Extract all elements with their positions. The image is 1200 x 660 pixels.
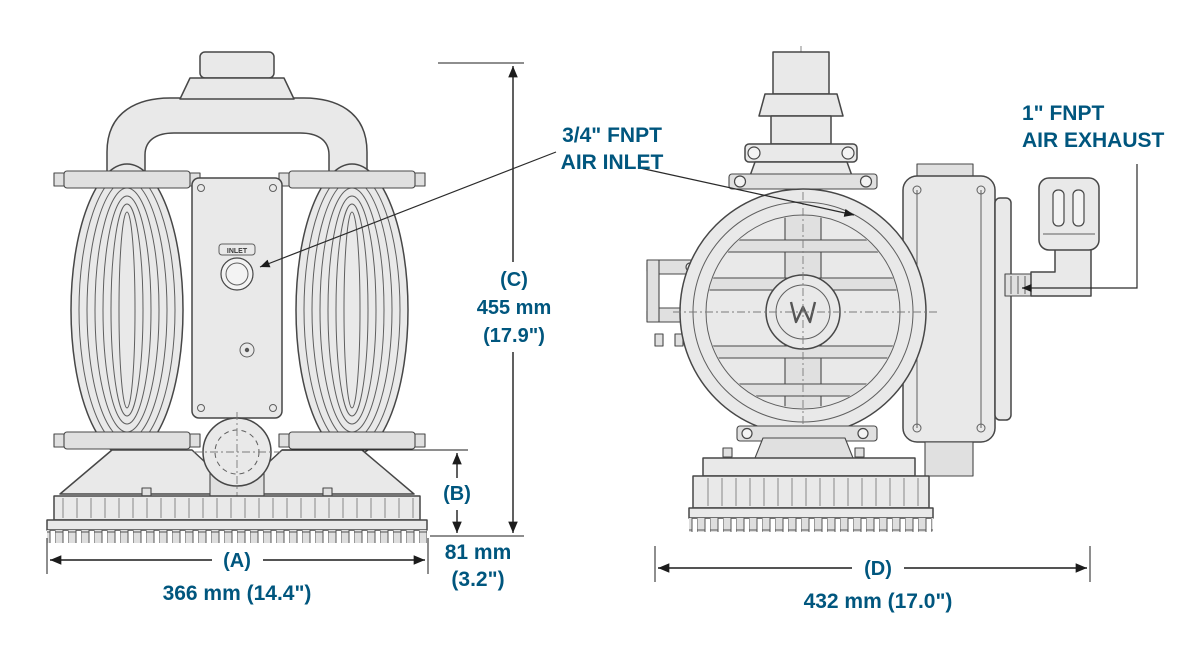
dim-b-value-block: 81 mm (3.2") [428,539,528,593]
air-inlet-callout-line2: AIR INLET [560,151,664,174]
center-air-valve-body: INLET [191,177,283,419]
discharge-port [199,51,275,79]
right-liquid-chamber [295,163,409,457]
left-liquid-chamber [70,163,184,457]
air-exhaust-leader [1022,164,1138,293]
side-chamber-circle [673,188,937,438]
inlet-marking: INLET [227,248,248,255]
base-front [46,487,428,543]
exhaust-muffler [1038,177,1100,251]
base-side [688,437,974,532]
dim-a-letter: (A) [223,550,251,572]
dim-c-value-in: (17.9") [483,325,545,347]
callout-leaders [259,151,1138,293]
air-exhaust-assembly [1004,177,1100,297]
air-exhaust-callout-line1: 1" FNPT [1022,102,1105,125]
dim-c-value-mm: 455 mm [476,297,552,319]
dim-b-value-mm: 81 mm [444,541,512,564]
dim-b-letter: (B) [443,483,471,505]
dim-d-value: 432 mm (17.0") [803,590,953,613]
air-motor-housing [902,163,1012,443]
side-view-drawing [646,46,1100,532]
air-inlet-leader-front [259,151,557,268]
dim-a-value: 366 mm (14.4") [162,582,312,605]
exhaust-elbow [1030,247,1092,297]
air-inlet-callout: 3/4" FNPT AIR INLET [552,122,672,176]
air-exhaust-callout-line2: AIR EXHAUST [1022,129,1165,152]
air-exhaust-callout: 1" FNPT AIR EXHAUST [1022,100,1192,154]
discharge-manifold [106,97,368,203]
dimension-lines [46,62,1091,582]
side-discharge-port [744,46,858,192]
dim-b-value-in: (3.2") [451,568,505,591]
air-inlet-leader-side [639,167,855,217]
air-inlet-callout-line1: 3/4" FNPT [562,124,662,147]
front-view-drawing: INLET [46,51,428,543]
top-clamp-bar [728,173,878,190]
dim-d-letter: (D) [864,558,892,580]
dim-c-label-block: (C) 455 mm (17.9") [458,266,570,350]
clamp-bands [53,170,426,450]
dim-c-letter: (C) [500,269,528,291]
